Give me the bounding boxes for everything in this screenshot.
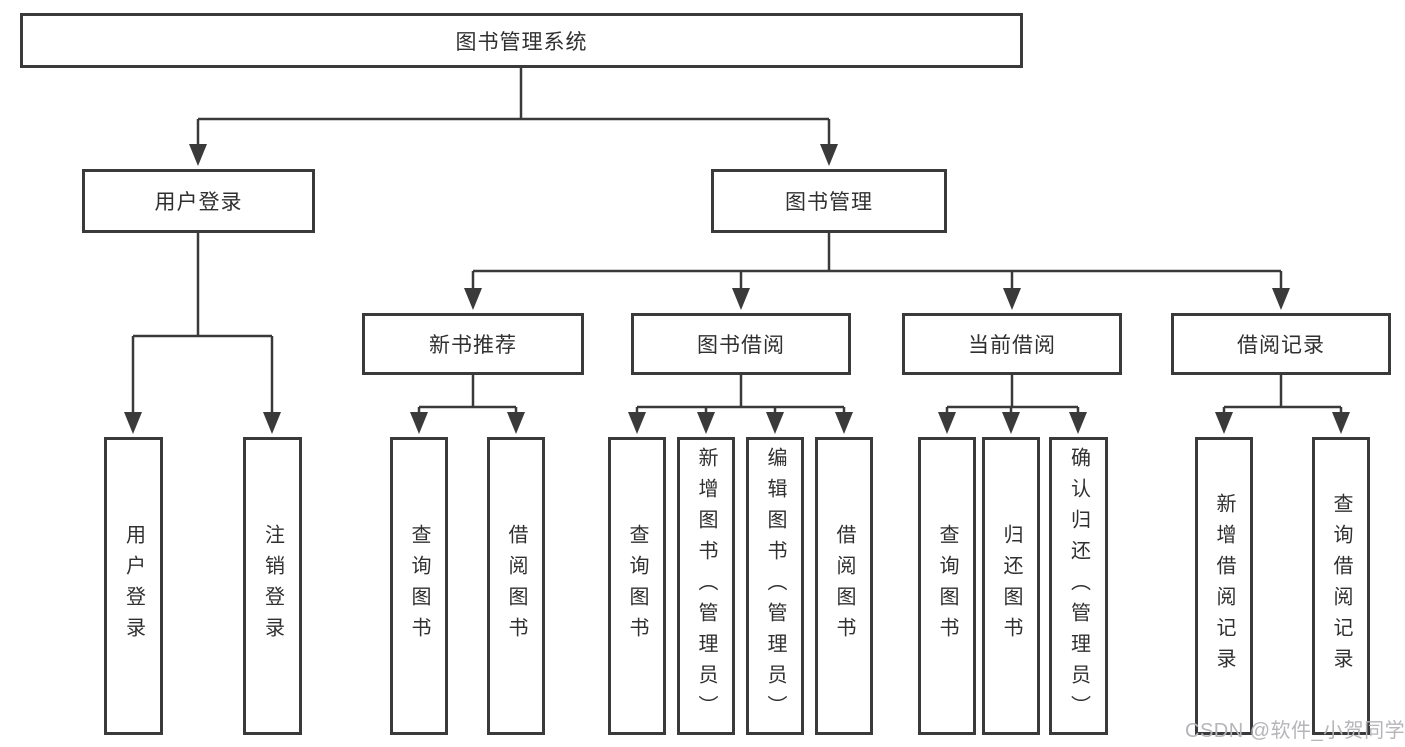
leaf-edit-book-admin: 编辑图书（管理员） <box>746 437 804 735</box>
leaf-label: 借阅图书 <box>505 524 527 648</box>
leaf-query-borrow-record: 查询借阅记录 <box>1312 437 1370 735</box>
leaf-label: 新增借阅记录 <box>1213 493 1235 679</box>
leaf-return-book: 归还图书 <box>982 437 1040 735</box>
node-borrowing-records: 借阅记录 <box>1171 313 1391 375</box>
leaf-user-login: 用户登录 <box>104 437 163 735</box>
node-label: 新书推荐 <box>429 334 517 357</box>
node-label: 当前借阅 <box>968 334 1056 357</box>
arrowhead-icons <box>124 144 1350 434</box>
leaf-label: 借阅图书 <box>833 524 855 648</box>
node-label: 图书借阅 <box>697 334 785 357</box>
node-label: 图书管理 <box>785 191 873 214</box>
leaf-label: 新增图书（管理员） <box>695 446 717 726</box>
leaf-label: 归还图书 <box>1000 524 1022 648</box>
node-new-book-recommendation: 新书推荐 <box>362 313 584 375</box>
node-book-borrowing: 图书借阅 <box>631 313 851 375</box>
leaf-label: 查询图书 <box>408 524 430 648</box>
node-current-borrowing: 当前借阅 <box>902 313 1122 375</box>
leaf-confirm-return-admin: 确认归还（管理员） <box>1049 437 1108 735</box>
leaf-borrow-books-borrowing: 借阅图书 <box>815 437 873 735</box>
leaf-label: 查询图书 <box>626 524 648 648</box>
leaf-label: 查询图书 <box>936 524 958 648</box>
leaf-logout: 注销登录 <box>243 437 302 735</box>
node-label: 图书管理系统 <box>455 30 588 54</box>
leaf-label: 查询借阅记录 <box>1330 493 1352 679</box>
leaf-label: 确认归还（管理员） <box>1067 446 1090 726</box>
leaf-query-books-borrowing: 查询图书 <box>608 437 666 735</box>
leaf-add-borrow-record: 新增借阅记录 <box>1195 437 1253 735</box>
node-label: 借阅记录 <box>1237 334 1325 357</box>
node-user-login: 用户登录 <box>82 169 315 233</box>
leaf-label: 用户登录 <box>122 524 145 648</box>
leaf-add-book-admin: 新增图书（管理员） <box>677 437 735 735</box>
leaf-query-books-current: 查询图书 <box>918 437 976 735</box>
watermark: CSDN @软件_小贺同学 <box>1185 720 1405 742</box>
leaf-label: 编辑图书（管理员） <box>764 446 786 726</box>
leaf-label: 注销登录 <box>261 524 284 648</box>
node-label: 用户登录 <box>154 191 243 214</box>
leaf-borrow-books-recommend: 借阅图书 <box>487 437 545 735</box>
leaf-query-books-recommend: 查询图书 <box>390 437 448 735</box>
node-root: 图书管理系统 <box>20 13 1023 68</box>
node-book-management: 图书管理 <box>711 169 947 233</box>
